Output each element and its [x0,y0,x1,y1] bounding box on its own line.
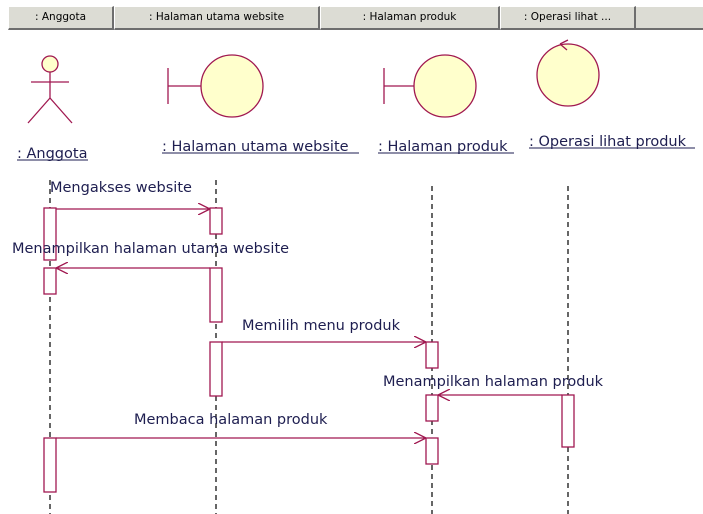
message-label-menampilkan-halaman-produk: Menampilkan halaman produk [383,374,604,390]
tab-halaman-utama-website[interactable]: : Halaman utama website [114,6,320,30]
boundary-halaman-produk-icon[interactable] [383,54,477,118]
activation-operasi-1[interactable] [561,394,575,448]
actor-anggota-icon[interactable] [27,55,73,124]
activation-halaman-produk-1[interactable] [425,341,439,369]
activation-halaman-utama-2[interactable] [209,267,223,323]
message-label-mengakses-website: Mengakses website [50,180,192,196]
lifeline-header-bar: : Anggota : Halaman utama website : Hala… [0,0,703,36]
tab-filler [636,6,703,30]
activation-anggota-3[interactable] [43,437,57,493]
control-operasi-lihat-produk-icon[interactable] [536,39,600,107]
object-label-operasi[interactable]: : Operasi lihat produk [529,134,687,150]
tab-operasi-lihat-produk[interactable]: : Operasi lihat ... [500,6,636,30]
message-label-membaca-halaman-produk: Membaca halaman produk [134,412,328,428]
message-label-menampilkan-halaman-utama: Menampilkan halaman utama website [12,241,289,257]
message-label-memilih-menu-produk: Memilih menu produk [242,318,401,334]
activation-anggota-1[interactable] [43,207,57,261]
tab-halaman-produk[interactable]: : Halaman produk [320,6,500,30]
object-label-halaman-produk[interactable]: : Halaman produk [378,139,508,155]
activation-halaman-utama-1[interactable] [209,207,223,235]
object-label-anggota[interactable]: : Anggota [17,146,87,162]
object-label-halaman-utama[interactable]: : Halaman utama website [162,139,349,155]
boundary-halaman-utama-icon[interactable] [167,54,264,118]
activation-halaman-produk-2[interactable] [425,394,439,422]
activation-halaman-utama-3[interactable] [209,341,223,397]
activation-anggota-2[interactable] [43,267,57,295]
tab-anggota[interactable]: : Anggota [8,6,114,30]
activation-halaman-produk-3[interactable] [425,437,439,465]
